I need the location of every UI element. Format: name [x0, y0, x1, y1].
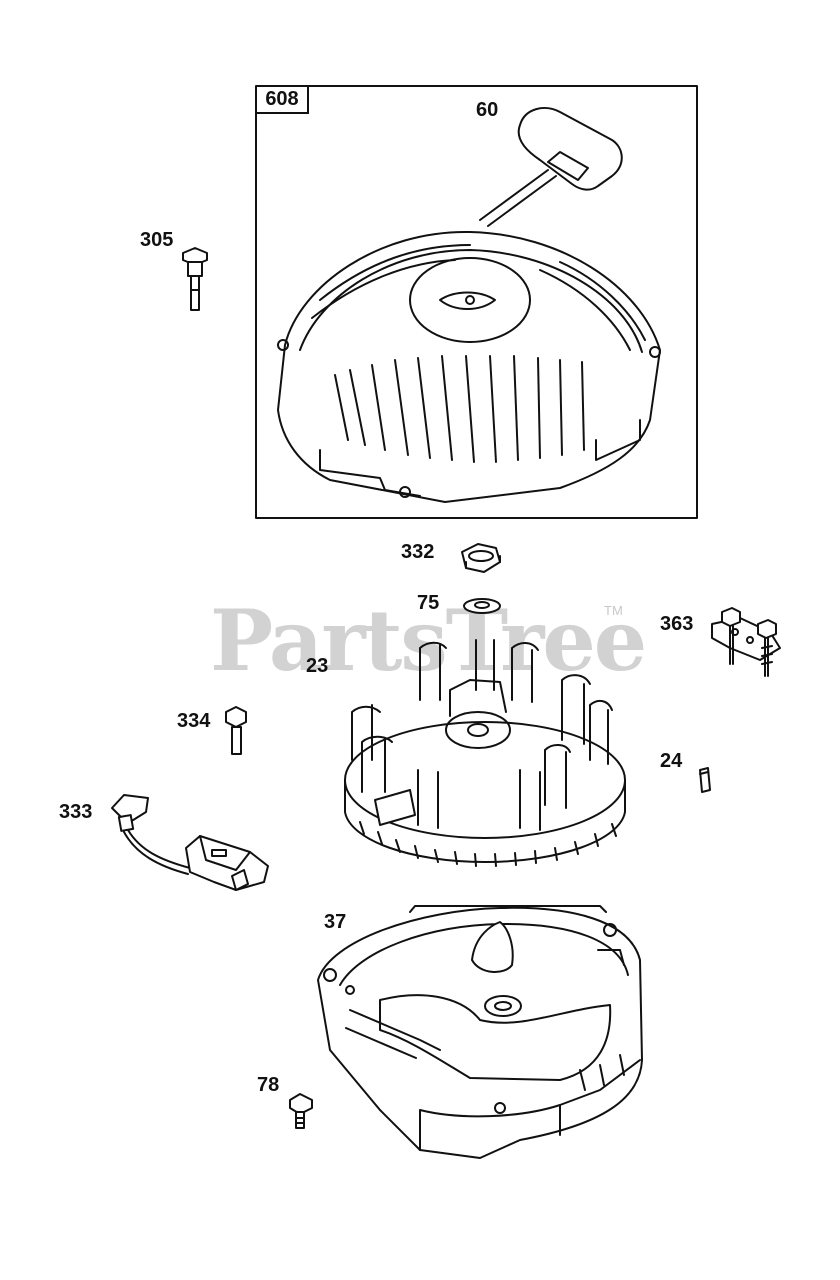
callout-305[interactable]: 305	[140, 229, 174, 251]
watermark-trademark: TM	[604, 603, 623, 618]
watermark: PartsTree	[210, 591, 647, 690]
part-24-key[interactable]	[699, 767, 711, 793]
part-333-ignition-armature[interactable]	[111, 794, 269, 891]
callout-60[interactable]: 60	[476, 99, 499, 121]
part-37-blower-housing[interactable]	[317, 905, 643, 1159]
part-332-nut[interactable]	[461, 543, 501, 573]
kit-box-label: 608	[257, 87, 309, 114]
callout-332[interactable]: 332	[401, 541, 435, 563]
part-60-recoil-starter[interactable]	[277, 107, 661, 503]
part-78-screw[interactable]	[289, 1093, 313, 1129]
part-363-bracket[interactable]	[711, 607, 781, 677]
part-23-flywheel[interactable]	[344, 639, 626, 867]
part-305-bolt[interactable]	[182, 247, 208, 311]
kit-box-frame	[255, 85, 698, 519]
callout-37[interactable]: 37	[324, 911, 347, 933]
callout-334[interactable]: 334	[177, 710, 211, 732]
callout-333[interactable]: 333	[59, 801, 93, 823]
part-334-bolt[interactable]	[225, 706, 247, 755]
callout-78[interactable]: 78	[257, 1074, 280, 1096]
callout-24[interactable]: 24	[660, 750, 683, 772]
callout-363[interactable]: 363	[660, 613, 694, 635]
callout-75[interactable]: 75	[417, 592, 440, 614]
part-75-washer[interactable]	[463, 598, 501, 614]
callout-23[interactable]: 23	[306, 655, 329, 677]
